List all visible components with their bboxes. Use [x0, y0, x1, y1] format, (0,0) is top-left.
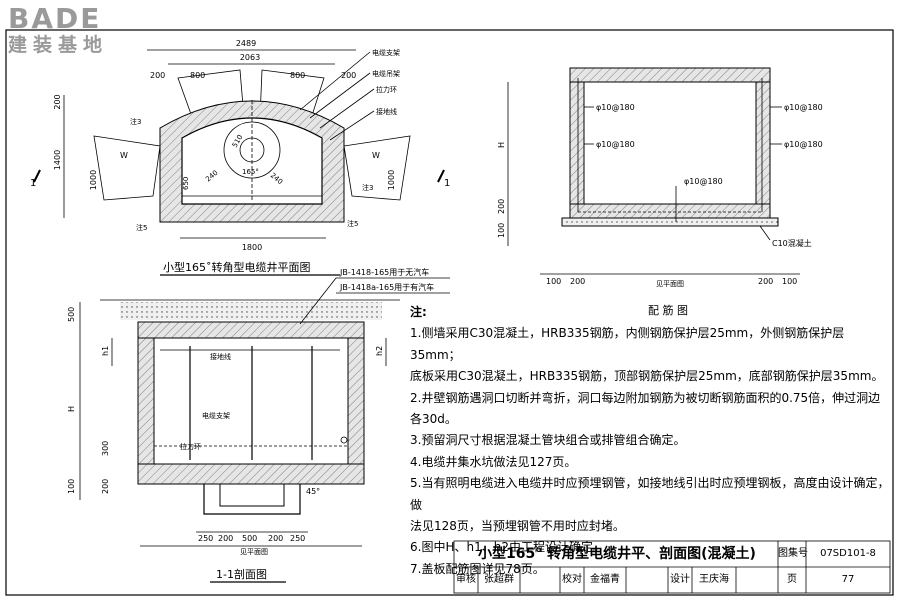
section-dim-100: 100 — [67, 479, 76, 494]
rebar-dim-c100: 100 — [782, 277, 797, 286]
note-item: 7.盖板配筋图详见78页。 — [410, 561, 545, 576]
section-dim-h2: h2 — [375, 346, 384, 356]
atlas-number: 07SD101-8 — [820, 548, 876, 559]
section-bottom-dim-1: 250 — [198, 534, 213, 543]
atlas-label: 图集号 — [778, 548, 808, 559]
review-label: 审核 — [456, 574, 476, 585]
rebar-dim-200: 200 — [497, 199, 506, 214]
plan-label-cable-hanger: 电缆吊架 — [372, 69, 400, 78]
plan-dim-1000-right: 1000 — [387, 170, 396, 190]
note-item: 3.预留洞尺寸根据混凝土管块组合或排管组合确定。 — [410, 433, 686, 448]
rebar-label-2: φ10@180 — [596, 140, 635, 149]
brand-name: BADE — [8, 2, 102, 35]
brand-logo: BADE 建装基地 — [8, 4, 136, 66]
plan-note3-left: 注3 — [130, 117, 141, 126]
designer-name: 王庆海 — [699, 574, 729, 585]
section-dim-h1: h1 — [101, 346, 110, 356]
plan-w-left: W — [120, 151, 128, 160]
plan-angle: 165° — [242, 168, 259, 176]
plan-dim-1800: 1800 — [242, 243, 262, 252]
section-dim-200: 200 — [101, 479, 110, 494]
plan-section-mark-left: 1 — [30, 178, 36, 189]
section-ref-1: JB-1418-165用于无汽车 — [339, 267, 429, 277]
section-title: 1-1剖面图 — [216, 567, 267, 581]
rebar-title: 配 筋 图 — [648, 303, 688, 317]
note-item: 1.侧墙采用C30混凝土，HRB335钢筋，内侧钢筋保护层25mm，外侧钢筋保护… — [410, 326, 845, 362]
plan-label-cable-bracket: 电缆支架 — [372, 48, 400, 57]
rebar-label-3: φ10@180 — [784, 103, 823, 112]
section-bottom-dim-4: 200 — [268, 534, 283, 543]
note-item: 底板采用C30混凝土，HRB335钢筋，顶部钢筋保护层25mm，底部钢筋保护层3… — [410, 369, 884, 384]
rebar-view: φ10@180 φ10@180 φ10@180 φ10@180 φ10@180 … — [497, 67, 823, 317]
plan-dim-1000-left: 1000 — [89, 170, 98, 190]
plan-dim-650: 650 — [182, 177, 190, 190]
rebar-see-plan: 见平面图 — [656, 280, 684, 288]
checker-name: 金福青 — [590, 574, 620, 585]
rebar-label-concrete: C10混凝土 — [772, 238, 812, 248]
note-item: 法见128页，当预埋钢管不用时应封堵。 — [410, 519, 625, 534]
plan-dim-2489: 2489 — [236, 39, 256, 48]
rebar-dim-c200: 200 — [758, 277, 773, 286]
notes-block: 注: 1.侧墙采用C30混凝土，HRB335钢筋，内侧钢筋保护层25mm，外侧钢… — [410, 302, 890, 580]
section-bottom-dim-5: 250 — [290, 534, 305, 543]
section-dim-H: H — [67, 406, 76, 412]
rebar-label-4: φ10@180 — [784, 140, 823, 149]
sheet-frame — [5, 29, 894, 596]
title-block: 小型165° 转角型电缆井平、剖面图(混凝土) 图集号 07SD101-8 审核… — [454, 541, 890, 593]
section-label-pull-ring: 拉力环 — [180, 442, 201, 451]
plan-dim-200-left: 200 — [150, 71, 165, 80]
plan-dim-200-right: 200 — [341, 71, 356, 80]
rebar-dim-b200: 200 — [570, 277, 585, 286]
plan-title: 小型165˚转角型电缆井平面图 — [163, 260, 311, 274]
notes-header: 注: — [410, 305, 427, 319]
plan-dim-2063: 2063 — [240, 53, 260, 62]
rebar-dim-H: H — [497, 142, 506, 148]
rebar-label-1: φ10@180 — [596, 103, 635, 112]
plan-section-mark-right: 1 — [444, 178, 450, 189]
section-view: 接地线 电缆支架 拉力环 500 h1 H 300 100 200 h2 45°… — [67, 267, 450, 583]
plan-note5-left: 注5 — [136, 223, 147, 232]
plan-note5-right: 注5 — [347, 219, 358, 228]
page-label: 页 — [787, 574, 797, 585]
plan-note3-right: 注3 — [362, 183, 373, 192]
section-bottom-dim-3: 500 — [242, 534, 257, 543]
drawing-title: 小型165° 转角型电缆井平、剖面图(混凝土) — [478, 546, 756, 562]
section-angle-45: 45° — [306, 487, 320, 496]
section-see-plan: 见平面图 — [240, 548, 268, 556]
note-item: 5.当有照明电缆进入电缆井时应预埋钢管，如接地线引出时应预埋钢板，高度由设计确定… — [410, 476, 890, 512]
plan-label-ground-wire: 接地线 — [376, 107, 397, 116]
brand-tagline: 建装基地 — [8, 34, 109, 56]
section-dim-300: 300 — [101, 441, 110, 456]
rebar-label-5: φ10@180 — [684, 177, 723, 186]
note-item: 4.电缆井集水坑做法见127页。 — [410, 454, 577, 469]
note-item: 6.图中H、h1、h2由工程设计确定。 — [410, 540, 605, 555]
section-label-ground-wire: 接地线 — [210, 352, 231, 361]
section-label-cable-bracket: 电缆支架 — [202, 411, 230, 420]
plan-label-pull-ring: 拉力环 — [376, 85, 397, 94]
titleblock-grid — [453, 540, 891, 594]
plan-view: 2489 2063 200 200 800 800 200 1400 1000 … — [30, 39, 450, 276]
rebar-dim-100: 100 — [497, 223, 506, 238]
section-dim-500: 500 — [67, 307, 76, 322]
page-number: 77 — [841, 574, 855, 585]
design-label: 设计 — [670, 574, 690, 585]
plan-dim-1400: 1400 — [53, 150, 62, 170]
reviewer-name: 张超群 — [484, 574, 514, 585]
check-label: 校对 — [562, 574, 582, 585]
plan-w-right: W — [372, 151, 380, 160]
section-bottom-dim-2: 200 — [218, 534, 233, 543]
rebar-dim-b100: 100 — [546, 277, 561, 286]
plan-dim-800-right: 800 — [290, 71, 305, 80]
section-ref-2: JB-1418a-165用于有汽车 — [339, 282, 434, 292]
note-item: 2.井壁钢筋遇洞口切断并弯折，洞口每边附加钢筋为被切断钢筋面积的0.75倍，伸过… — [410, 390, 881, 427]
plan-dim-200-top: 200 — [53, 94, 62, 109]
